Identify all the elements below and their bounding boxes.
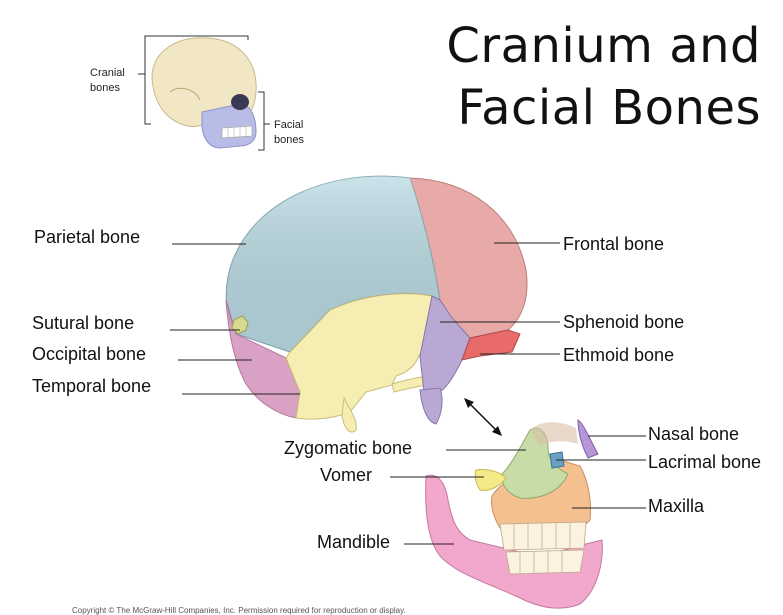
facial-skeleton [425,419,603,609]
inset-cranial-bracket [144,35,249,125]
label-frontal-bone: Frontal bone [563,234,665,254]
separation-arrow [464,398,502,436]
label-parietal-bone: Parietal bone [34,227,141,247]
label-vomer: Vomer [320,465,373,485]
inset-facial-label: Facial bones [274,119,304,146]
label-sphenoid-bone: Sphenoid bone [563,312,685,332]
label-maxilla: Maxilla [648,496,705,516]
label-ethmoid-bone: Ethmoid bone [563,345,675,365]
inset-cranium-shape [151,37,257,127]
inset-facial-bracket [258,91,265,151]
label-temporal-bone: Temporal bone [32,376,152,396]
label-occipital-bone: Occipital bone [32,344,147,364]
label-mandible: Mandible [317,532,391,552]
inset-eye-socket [231,94,249,110]
temporal-bone-shape [285,293,433,420]
mandible-bone-shape [425,474,603,609]
label-nasal-bone: Nasal bone [648,424,740,444]
inset-teeth [221,125,253,139]
ethmoid-bone-shape [461,329,521,361]
vomer-bone-shape [474,469,507,491]
label-sutural-bone: Sutural bone [32,313,135,333]
title-line-2: Facial Bones [457,80,761,136]
pterygoid-process-shape [419,387,443,425]
main-cranium [225,175,528,433]
inset-cranial-label: Cranial bones [90,67,125,94]
title-line-1: Cranium and [446,18,761,74]
label-lacrimal-bone: Lacrimal bone [648,452,762,472]
mastoid-process-shape [341,396,357,433]
label-zygomatic-bone: Zygomatic bone [284,438,413,458]
copyright-notice: Copyright © The McGraw-Hill Companies, I… [72,606,406,615]
inset-skull [138,35,270,151]
nasal-bone-shape [577,419,599,459]
lower-teeth [505,549,585,575]
leader-lines [170,242,646,545]
upper-teeth [499,521,587,551]
